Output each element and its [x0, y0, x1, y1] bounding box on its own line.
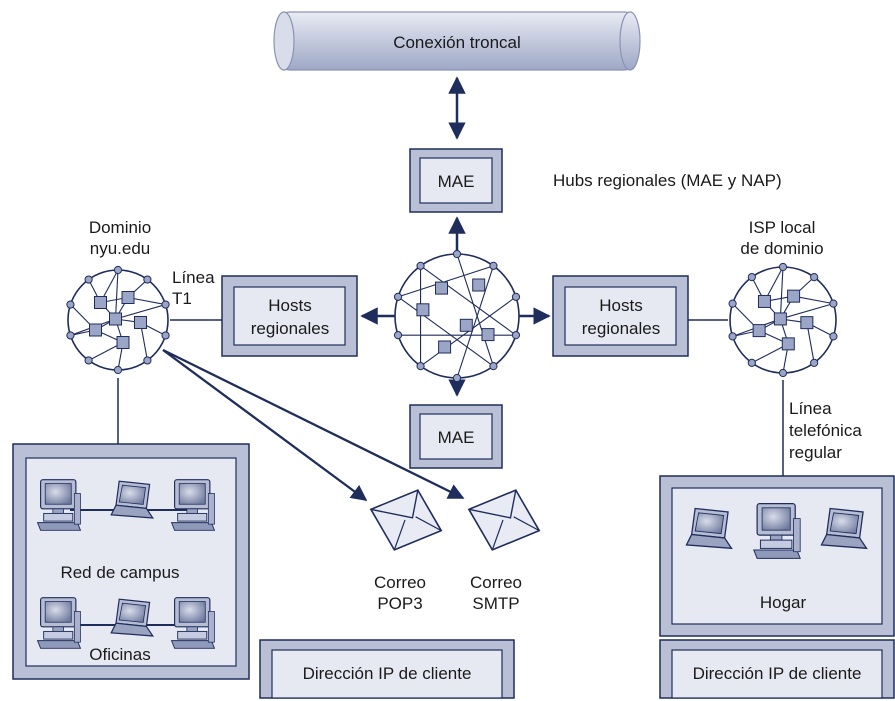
phone-line-label2: telefónica: [789, 421, 862, 440]
campus-label: Red de campus: [60, 563, 179, 582]
hosts-right-line2: regionales: [582, 319, 660, 338]
t1-line-label2: T1: [172, 289, 192, 308]
desktop-computer-icon: [753, 503, 801, 559]
client-ip-left-box: Dirección IP de cliente: [259, 639, 515, 699]
mae-bottom-label: MAE: [438, 428, 475, 447]
hosts-left-line2: regionales: [251, 319, 329, 338]
home-box: Hogar: [659, 475, 895, 637]
mae-bottom-box: MAE: [409, 404, 503, 469]
desktop-computer-icon: [170, 479, 216, 531]
mae-top-label: MAE: [438, 172, 475, 191]
mae-top-box: MAE: [409, 148, 503, 213]
phone-line-label1: Línea: [789, 399, 832, 418]
hosts-right-box: Hosts regionales: [552, 275, 689, 357]
offices-label: Oficinas: [89, 645, 150, 664]
envelope-pop3-icon: [370, 489, 443, 551]
mail-pop3-line1: Correo: [374, 573, 426, 592]
hosts-left-line1: Hosts: [268, 296, 311, 315]
desktop-computer-icon: [36, 479, 82, 531]
desktop-computer-icon: [170, 597, 216, 649]
domain-right-line1: ISP local: [749, 218, 816, 237]
mail-smtp-line2: SMTP: [472, 594, 519, 613]
domain-right-line2: de dominio: [740, 239, 823, 258]
mail-smtp-line1: Correo: [470, 573, 522, 592]
campus-network-box: Red de campus Oficinas: [12, 443, 250, 680]
phone-line-label3: regular: [789, 443, 842, 462]
home-label: Hogar: [760, 593, 807, 612]
desktop-computer-icon: [36, 597, 82, 649]
client-ip-left-label: Dirección IP de cliente: [303, 664, 472, 683]
backbone-label: Conexión troncal: [393, 33, 521, 52]
envelope-smtp-icon: [468, 489, 541, 551]
mail-pop3-line2: POP3: [377, 594, 422, 613]
client-ip-right-label: Dirección IP de cliente: [693, 664, 862, 683]
hosts-right-line1: Hosts: [599, 296, 642, 315]
hosts-left-box: Hosts regionales: [221, 275, 358, 357]
client-ip-right-box: Dirección IP de cliente: [659, 639, 895, 699]
regional-hubs-label: Hubs regionales (MAE y NAP): [553, 171, 782, 190]
t1-line-label1: Línea: [172, 268, 215, 287]
backbone-pipe: Conexión troncal: [273, 11, 641, 71]
domain-left-line2: nyu.edu: [90, 239, 151, 258]
domain-left-line1: Dominio: [89, 218, 151, 237]
network-local-isp: [728, 262, 838, 378]
network-nyu-edu: [66, 265, 170, 375]
network-regional-hub: [393, 249, 521, 383]
